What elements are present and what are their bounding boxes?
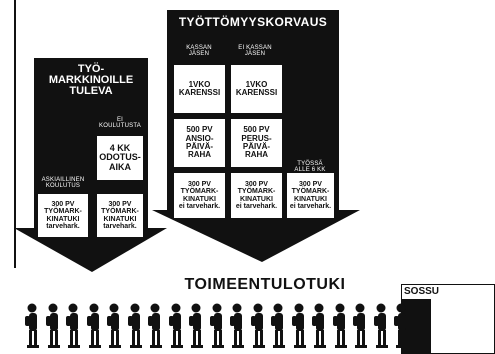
right-allowance-box-b: 500 PV PERUS- PÄIVÄ- RAHA bbox=[230, 118, 283, 168]
sossu-label: SOSSU bbox=[404, 286, 440, 297]
left-divider-line bbox=[14, 0, 16, 268]
person-figure bbox=[86, 303, 101, 348]
right-support-box-b: 300 PV TYÖMARK- KINATUKI ei tarvehark. bbox=[230, 172, 283, 219]
right-col-b-label: EI KASSAN JÄSEN bbox=[238, 45, 272, 57]
right-col-c-label: TYÖSSÄ ALLE 6 KK bbox=[294, 161, 326, 173]
person-figure bbox=[45, 303, 60, 348]
person-figure bbox=[250, 303, 265, 348]
person-figure bbox=[107, 303, 121, 348]
right-allowance-box-a: 500 PV ANSIO- PÄIVÄ- RAHA bbox=[173, 118, 226, 168]
people-queue bbox=[22, 302, 408, 354]
left-arrow-heading: TYÖ- MARKKINOILLE TULEVA bbox=[48, 63, 134, 97]
right-karenssi-box-b: 1VKO KARENSSI bbox=[230, 64, 283, 114]
person-figure bbox=[373, 303, 388, 348]
person-figure bbox=[230, 303, 244, 348]
person-figure bbox=[209, 303, 224, 348]
right-support-box-a: 300 PV TYÖMARK- KINATUKI ei tarvehark. bbox=[173, 172, 226, 219]
person-figure bbox=[127, 303, 142, 348]
person-figure bbox=[189, 303, 203, 348]
person-figure bbox=[312, 303, 326, 348]
person-figure bbox=[291, 303, 306, 348]
right-arrow-heading: TYÖTTÖMYYSKORVAUS bbox=[178, 15, 328, 29]
bottom-title: TOIMEENTULOTUKI bbox=[184, 276, 346, 293]
left-col-a-label: ASKIAILLINEN KOULUTUS bbox=[41, 177, 85, 189]
person-figure bbox=[271, 303, 285, 348]
person-figure bbox=[332, 303, 347, 348]
left-support-box-b: 300 PV TYÖMARK- KINATUKI tarvehark. bbox=[96, 193, 144, 238]
person-figure bbox=[394, 303, 408, 348]
left-support-box-a: 300 PV TYÖMARK- KINATUKI tarvehark. bbox=[37, 193, 89, 238]
left-wait-box: 4 KK ODOTUS- AIKA bbox=[96, 135, 144, 181]
person-figure bbox=[66, 303, 80, 348]
left-col-b-label: EI KOULUTUSTA bbox=[99, 117, 141, 129]
right-col-a-label: KASSAN JÄSEN bbox=[186, 45, 212, 57]
right-karenssi-box-a: 1VKO KARENSSI bbox=[173, 64, 226, 114]
person-figure bbox=[25, 303, 39, 348]
person-figure bbox=[168, 303, 183, 348]
person-figure bbox=[148, 303, 162, 348]
person-figure bbox=[353, 303, 367, 348]
right-support-box-c: 300 PV TYÖMARK- KINATUKI ei tarvehark. bbox=[286, 172, 335, 219]
